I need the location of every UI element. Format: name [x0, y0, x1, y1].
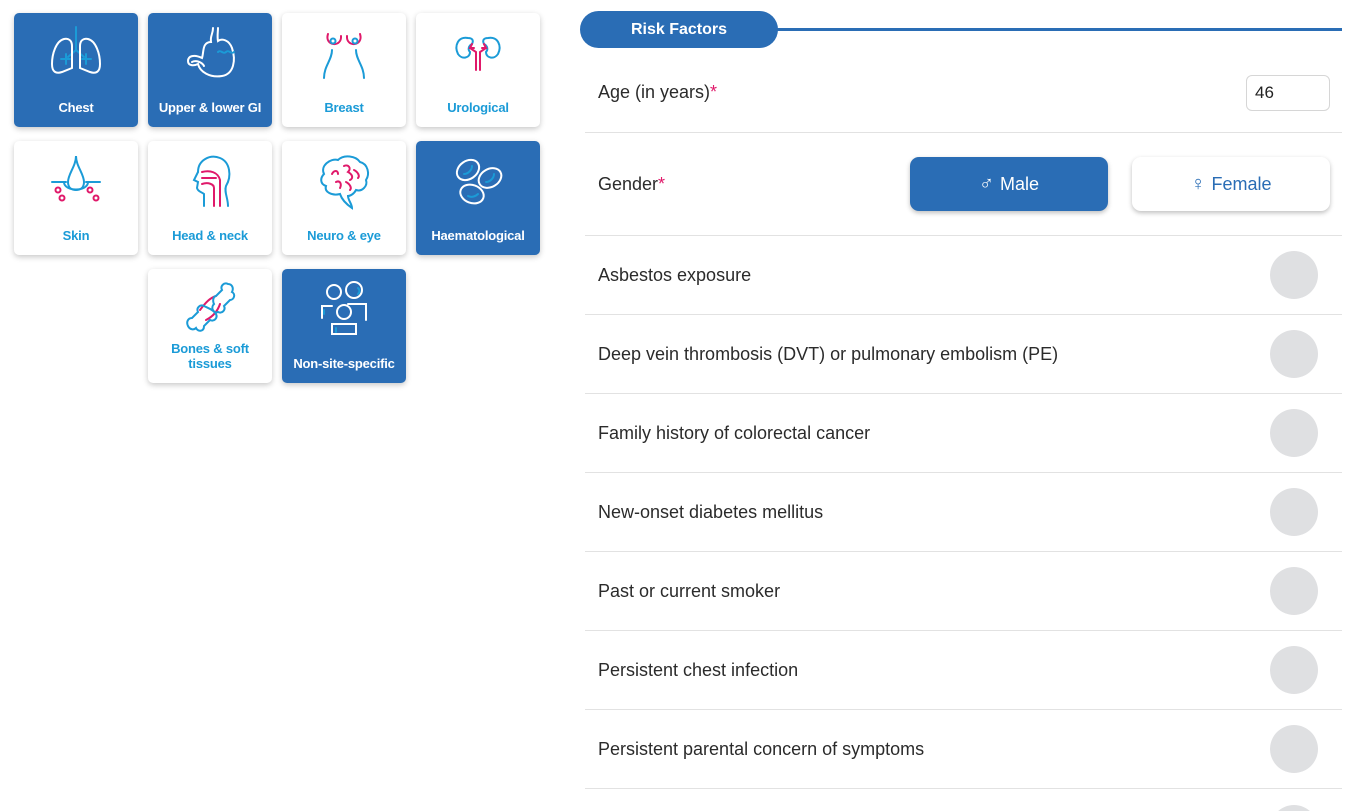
tile-label: Breast — [324, 100, 364, 115]
risk-factor-toggle[interactable] — [1270, 409, 1318, 457]
blood-cells-icon — [443, 151, 513, 211]
section-header: Risk Factors — [580, 11, 1342, 49]
tile-label: Head & neck — [172, 228, 248, 243]
risk-factor-toggle[interactable] — [1270, 646, 1318, 694]
risk-factor-row: Asbestos exposure — [585, 236, 1342, 315]
male-button[interactable]: ♂ Male — [910, 157, 1108, 211]
gender-label: Gender* — [598, 173, 666, 194]
age-label: Age (in years)* — [598, 82, 718, 102]
bone-joint-icon — [175, 279, 245, 339]
tile-head-neck[interactable]: Head & neck — [148, 141, 272, 255]
tile-haematological[interactable]: Haematological — [416, 141, 540, 255]
breast-icon — [309, 23, 379, 83]
risk-factor-toggle[interactable] — [1270, 251, 1318, 299]
male-label: Male — [999, 173, 1039, 194]
risk-factor-row: Family history of colorectal cancer — [585, 394, 1342, 473]
tile-upper-lower-gi[interactable]: Upper & lower GI — [148, 13, 272, 127]
risk-factor-row: Persistent chest infection — [585, 631, 1342, 710]
risk-factor-label: Asbestos exposure — [598, 264, 752, 285]
female-button[interactable]: ♀ Female — [1132, 157, 1330, 211]
risk-factor-toggle[interactable] — [1270, 567, 1318, 615]
age-row: Age (in years)* — [585, 53, 1342, 133]
tile-label: Bones & soft tissues — [171, 341, 249, 371]
female-symbol-icon: ♀ — [1190, 172, 1206, 195]
risk-factor-label: Persistent chest infection — [598, 659, 799, 680]
tile-label: Upper & lower GI — [158, 100, 262, 115]
tile-neuro-eye[interactable]: Neuro & eye — [282, 141, 406, 255]
tile-chest[interactable]: Chest — [14, 13, 138, 127]
tile-breast[interactable]: Breast — [282, 13, 406, 127]
kidneys-icon — [443, 23, 513, 83]
tile-bones-soft-tissues[interactable]: Bones & soft tissues — [148, 269, 272, 383]
head-profile-icon — [175, 151, 245, 211]
risk-factor-toggle[interactable] — [1270, 805, 1318, 811]
risk-factor-toggle[interactable] — [1270, 330, 1318, 378]
age-input[interactable] — [1246, 74, 1330, 111]
risk-factor-label: Past or current smoker — [598, 580, 781, 601]
lungs-icon — [41, 23, 111, 83]
required-marker: * — [710, 82, 718, 102]
risk-factor-toggle[interactable] — [1270, 488, 1318, 536]
risk-factor-label: Persistent parental concern of symptoms — [598, 738, 925, 759]
risk-factor-label: Family history of colorectal cancer — [598, 422, 871, 443]
tile-label: Non-site-specific — [293, 356, 395, 371]
risk-factor-row: New-onset diabetes mellitus — [585, 473, 1342, 552]
risk-factor-row-partial — [585, 789, 1342, 811]
tile-label: Neuro & eye — [307, 228, 381, 243]
brain-icon — [309, 151, 379, 211]
risk-factor-toggle[interactable] — [1270, 725, 1318, 773]
tile-label: Urological — [447, 100, 509, 115]
header-divider — [770, 28, 1342, 31]
risk-factor-label: New-onset diabetes mellitus — [598, 501, 824, 522]
risk-factor-label: Deep vein thrombosis (DVT) or pulmonary … — [598, 343, 1059, 364]
tile-urological[interactable]: Urological — [416, 13, 540, 127]
risk-factor-row: Persistent parental concern of symptoms — [585, 710, 1342, 789]
tile-label: Skin — [62, 228, 90, 243]
tile-non-site-specific[interactable]: Non-site-specific — [282, 269, 406, 383]
tile-skin[interactable]: Skin — [14, 141, 138, 255]
risk-factor-row: Past or current smoker — [585, 552, 1342, 631]
section-title: Risk Factors — [580, 11, 778, 48]
risk-factor-row: Deep vein thrombosis (DVT) or pulmonary … — [585, 315, 1342, 394]
required-marker: * — [658, 173, 666, 194]
tile-label: Chest — [58, 100, 94, 115]
tile-label: Haematological — [431, 228, 525, 243]
stomach-icon — [175, 23, 245, 83]
people-group-icon — [309, 279, 379, 339]
hair-follicle-icon — [41, 151, 111, 211]
male-symbol-icon: ♂ — [978, 172, 994, 195]
female-label: Female — [1211, 173, 1272, 194]
gender-row: Gender* ♂ Male ♀ Female — [585, 133, 1342, 236]
